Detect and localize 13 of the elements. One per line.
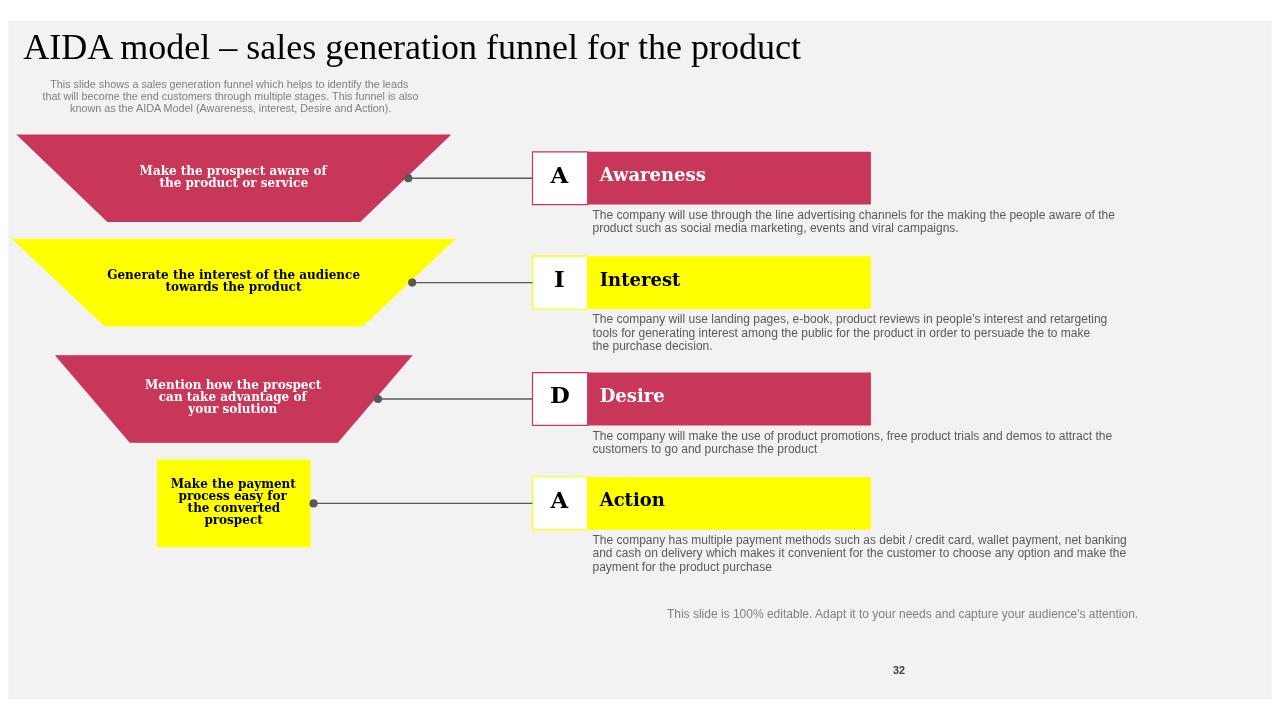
label: 32 [893, 664, 906, 677]
connector [408, 278, 534, 287]
label: This slide is 100% editable. Adapt it to your needs and capture your audience's attention. [666, 607, 1139, 621]
node-label: The company has multiple payment methods such as debit / credit card, wallet payment, net banking and cash on delivery which makes it convenient for the customer to choose any option and make the payment for the product purchase [592, 533, 1127, 574]
node-box: Make the payment process easy for the converted prospect [157, 459, 311, 548]
node-label: The company will use landing pages, e-book, product reviews in people’s interest and retargeting tools for generating interest among the public for the product in order to persuade the to make the purchase decision. [592, 312, 1108, 353]
label: This slide shows a sales generation funnel which helps to identify the leads that will become the end customers through multiple stages. This funnel is also known as the AIDA Model (Awareness, interest, Desire and Action). [42, 78, 419, 115]
connector [309, 499, 534, 508]
diagram-title: AIDA model – sales generation funnel for the product [23, 27, 801, 68]
connector [373, 394, 534, 404]
node-label: The company will make the use of product promotions, free product trials and demos to attract the customers to go and purchase the product [592, 428, 1113, 456]
connector [404, 174, 534, 183]
node-label: The company will use through the line advertising channels for the making the people aware of the product such as social media marketing, events and viral campaigns. [592, 208, 1115, 236]
